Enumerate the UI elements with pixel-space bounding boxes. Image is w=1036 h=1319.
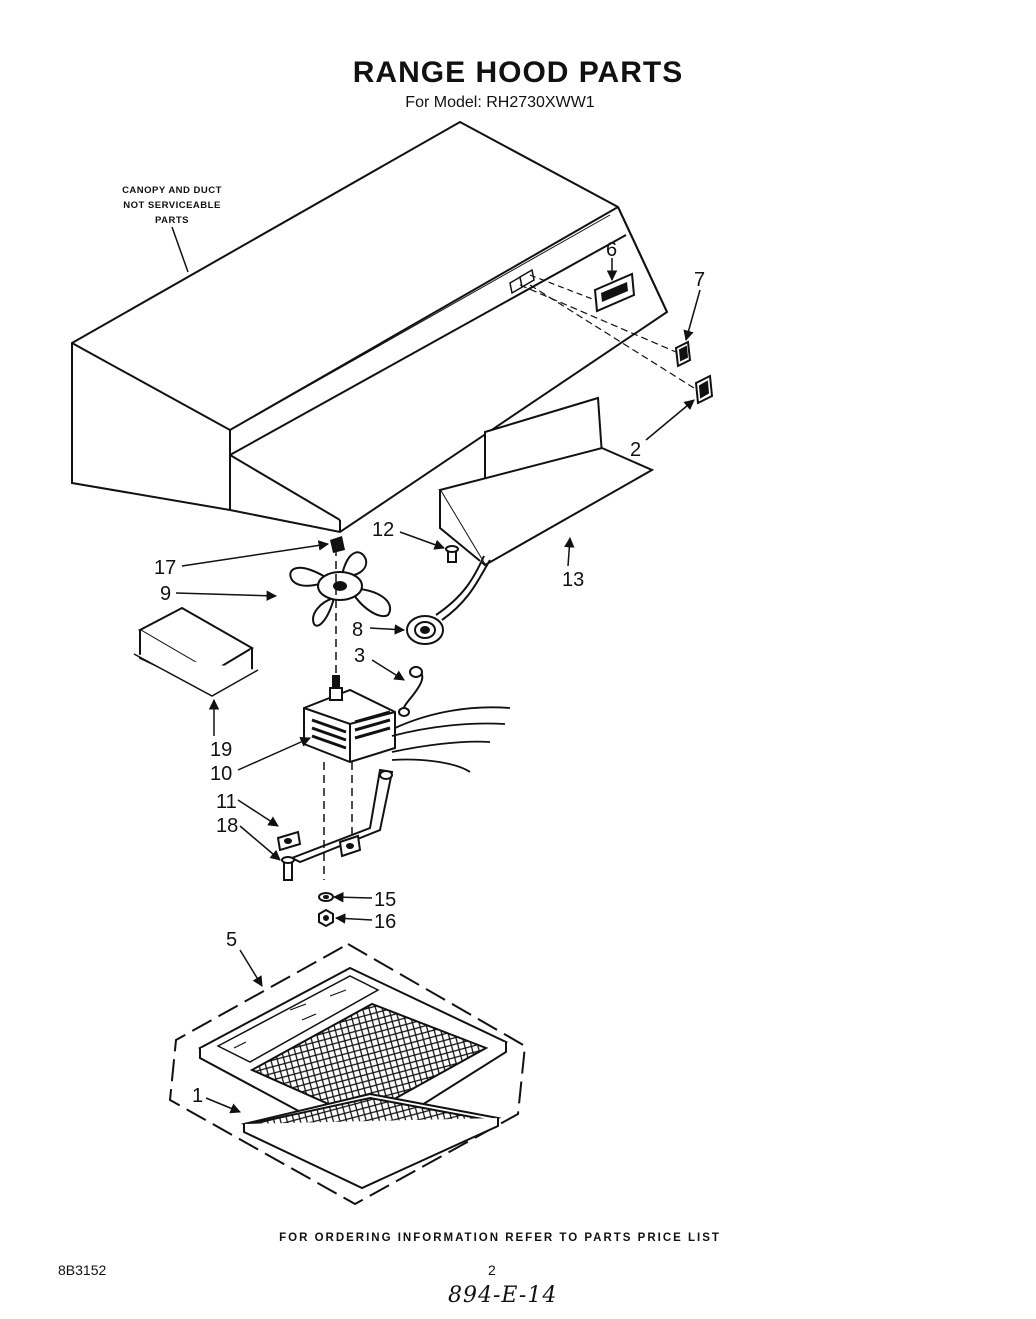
- canopy-note-line-2: NOT SERVICEABLE: [123, 200, 221, 211]
- part-9-fan-blade: [289, 551, 392, 627]
- callout-leaders: [175, 258, 701, 1114]
- document-number: 8B3152: [58, 1262, 107, 1278]
- switch-cutouts: [509, 268, 535, 295]
- part-18-screw: [281, 856, 295, 881]
- page-title: RANGE HOOD PARTS: [352, 56, 684, 89]
- callout-1: 1: [192, 1085, 203, 1107]
- callout-9: 9: [160, 583, 171, 605]
- part-6-dashed-line: [529, 274, 596, 301]
- callout-7: 7: [694, 269, 705, 291]
- filter-group-outline: [168, 942, 527, 1206]
- model-subtitle: For Model: RH2730XWW1: [405, 94, 595, 111]
- callout-19: 19: [210, 739, 232, 761]
- callout-2: 2: [630, 439, 641, 461]
- canopy-note-line-3: PARTS: [155, 215, 189, 226]
- part-5-filter: [197, 966, 509, 1146]
- part-10-motor: [303, 675, 396, 764]
- motor-wires: [391, 706, 511, 773]
- part-13-channel: [438, 396, 655, 567]
- part-6-nameplate: [593, 272, 636, 313]
- callout-13: 13: [562, 569, 584, 591]
- page-number: 2: [488, 1262, 496, 1278]
- part-8-receptacle: [406, 555, 491, 645]
- switch-dashed-line-a: [519, 284, 677, 353]
- part-15-washer: [318, 892, 334, 902]
- range-hood-canopy: [71, 120, 669, 534]
- ordering-info: FOR ORDERING INFORMATION REFER TO PARTS …: [279, 1232, 721, 1244]
- canopy-note: CANOPY AND DUCT NOT SERVICEABLE PARTS: [92, 183, 252, 228]
- canopy-note-line-1: CANOPY AND DUCT: [122, 185, 222, 196]
- part-2-switch: [694, 374, 714, 405]
- callout-10: 10: [210, 763, 232, 785]
- canopy-leader: [171, 226, 189, 273]
- part-19-cover-box: [133, 606, 259, 697]
- part-16-nut: [318, 908, 334, 928]
- part-7-switch: [674, 340, 692, 368]
- callout-8: 8: [352, 619, 363, 641]
- callout-6: 6: [606, 239, 617, 261]
- handwritten-note: 894-E-14: [448, 1283, 558, 1308]
- callout-labels: 6 7 2 12 13 17 9 8 3 19 10 11 18 15 16 5…: [154, 239, 705, 1107]
- callout-15: 15: [374, 889, 396, 911]
- callout-12: 12: [372, 519, 394, 541]
- part-12-screw: [445, 545, 459, 563]
- part-3-strain-relief: [398, 666, 424, 717]
- callout-18: 18: [216, 815, 238, 837]
- part-11-bracket: [276, 768, 394, 864]
- callout-17: 17: [154, 557, 176, 579]
- part-1-filter: [241, 1092, 502, 1190]
- callout-5: 5: [226, 929, 237, 951]
- callout-16: 16: [374, 911, 396, 933]
- callout-3: 3: [354, 645, 365, 667]
- callout-11: 11: [216, 791, 237, 813]
- part-17-clip: [330, 536, 345, 553]
